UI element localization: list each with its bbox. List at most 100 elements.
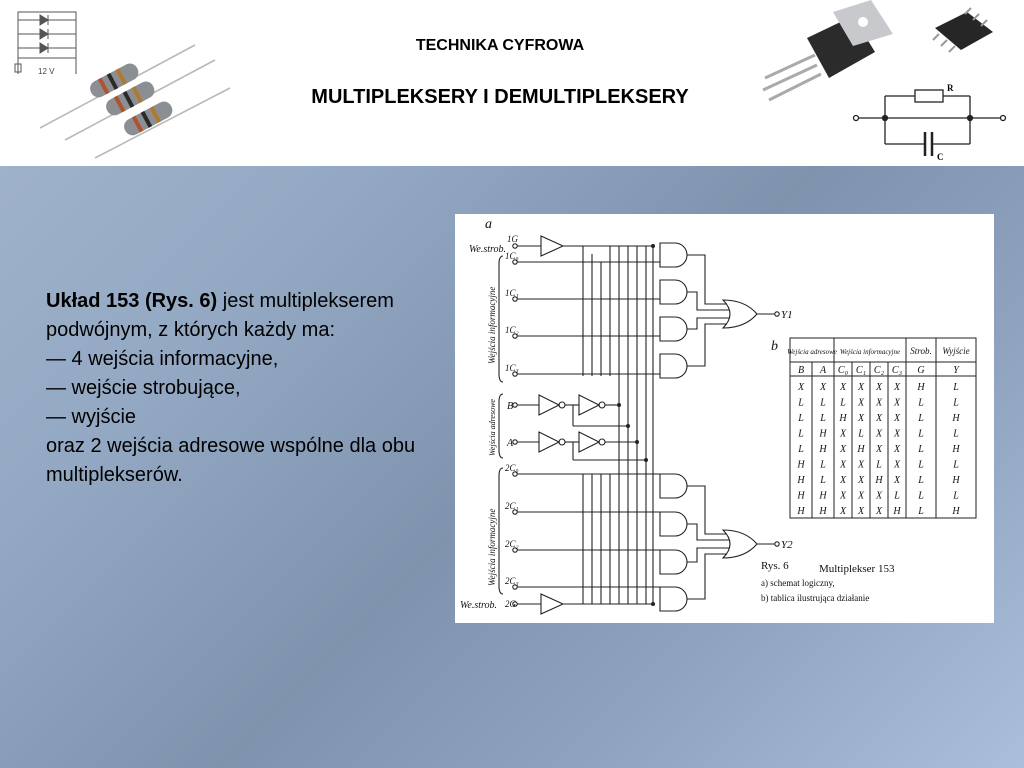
- caption-title: Multiplekser 153: [819, 563, 895, 575]
- strobe-label-bottom: We.strob.: [460, 600, 497, 611]
- caption-number: Rys. 6: [761, 560, 789, 572]
- output-y1-label: Y1: [781, 309, 793, 321]
- truth-table-column-header: C₃: [892, 365, 903, 376]
- capacitor-label: C: [937, 152, 944, 162]
- truth-table-cell: H: [796, 460, 805, 471]
- figure-part-b-label: b: [771, 339, 778, 354]
- pin-a: A: [506, 438, 514, 449]
- truth-table-cell: L: [797, 398, 804, 409]
- truth-table-cell: X: [839, 429, 847, 440]
- voltage-label: 12 V: [38, 67, 55, 76]
- resistors-illustration: 12 V: [14, 11, 231, 159]
- pin-1g: 1G: [507, 234, 519, 244]
- truth-table-cell: X: [857, 460, 865, 471]
- truth-table-cell: L: [917, 460, 924, 471]
- truth-table-cell: X: [797, 382, 805, 393]
- truth-table-cell: H: [892, 506, 901, 517]
- truth-table-cell: L: [917, 413, 924, 424]
- header-subtitle: MULTIPLEKSERY I DEMULTIPLEKSERY: [311, 86, 689, 108]
- multiplexer-diagram: a We.strob. 1G 1C₀ 1C₁ 1C₂ 1C₃ B A 2C₀ 2…: [460, 217, 977, 615]
- truth-table-cell: X: [857, 491, 865, 502]
- truth-table-cell: L: [819, 460, 826, 471]
- figure-part-a-label: a: [485, 217, 492, 232]
- truth-table-cell: H: [856, 444, 865, 455]
- truth-table-cell: L: [875, 460, 882, 471]
- resistor-icon: [124, 101, 173, 136]
- truth-table-column-header: C₀: [838, 365, 849, 376]
- pin-2c1: 2C₁: [505, 501, 519, 511]
- truth-table-cell: X: [875, 506, 883, 517]
- th-address: Wejścia adresowe: [787, 348, 837, 356]
- info-label-bottom: Wejścia informacyjne: [487, 509, 497, 586]
- truth-table-cell: H: [951, 475, 960, 486]
- address-label: Wejścia adresowe: [488, 399, 497, 456]
- resistor-icon: [90, 63, 139, 98]
- truth-table-cell: L: [917, 506, 924, 517]
- truth-table-cell: H: [916, 382, 925, 393]
- truth-table-cell: X: [857, 506, 865, 517]
- truth-table: Wejścia adresowe Wejścia informacyjne St…: [787, 337, 977, 519]
- truth-table-cell: X: [857, 413, 865, 424]
- truth-table-cell: H: [796, 475, 805, 486]
- truth-table-cell: X: [875, 429, 883, 440]
- truth-table-cell: X: [839, 444, 847, 455]
- truth-table-cell: L: [952, 460, 959, 471]
- intro-rest: jest multiplekserem podwójnym, z których…: [46, 290, 394, 341]
- truth-table-cell: H: [951, 444, 960, 455]
- truth-table-cell: X: [875, 491, 883, 502]
- truth-table-cell: L: [952, 398, 959, 409]
- truth-table-cell: X: [839, 475, 847, 486]
- truth-table-cell: X: [893, 382, 901, 393]
- truth-table-cell: X: [893, 398, 901, 409]
- truth-table-cell: H: [818, 444, 827, 455]
- truth-table-cell: X: [893, 460, 901, 471]
- chip-icon: [932, 7, 993, 53]
- truth-table-cell: H: [818, 429, 827, 440]
- pin-2c3: 2C₃: [505, 576, 519, 586]
- diode-schematic-icon: [14, 11, 77, 74]
- truth-table-cell: H: [838, 413, 847, 424]
- truth-table-cell: L: [917, 475, 924, 486]
- rc-schematic-icon: [852, 89, 1007, 156]
- pin-2g: 2G: [505, 599, 517, 609]
- truth-table-cell: X: [875, 382, 883, 393]
- truth-table-column-header: C₁: [856, 365, 866, 376]
- pin-1c1: 1C₁: [505, 288, 519, 298]
- truth-table-cell: L: [819, 475, 826, 486]
- strobe-label-top: We.strob.: [469, 244, 506, 255]
- truth-table-column-header: Y: [953, 365, 960, 376]
- th-strobe: Strob.: [910, 346, 931, 356]
- bullet-item: — 4 wejścia informacyjne,: [46, 348, 279, 370]
- truth-table-cell: L: [952, 382, 959, 393]
- pin-1c2: 1C₂: [505, 325, 519, 335]
- truth-table-cell: X: [819, 382, 827, 393]
- truth-table-cell: X: [875, 398, 883, 409]
- truth-table-cell: X: [875, 444, 883, 455]
- truth-table-cell: L: [819, 398, 826, 409]
- pin-1c3: 1C₃: [505, 363, 519, 373]
- truth-table-cell: X: [893, 413, 901, 424]
- multiplexer-figure: a We.strob. 1G 1C₀ 1C₁ 1C₂ 1C₃ B A 2C₀ 2…: [455, 214, 994, 623]
- slide-body-text: Układ 153 (Rys. 6) jest multiplekserem p…: [46, 287, 446, 490]
- truth-table-cell: H: [796, 506, 805, 517]
- resistor-label: R: [947, 83, 954, 93]
- truth-table-cell: L: [917, 491, 924, 502]
- truth-table-column-header: A: [819, 365, 827, 376]
- truth-table-column-header: B: [798, 365, 804, 376]
- truth-table-cell: L: [797, 413, 804, 424]
- th-output: Wyjście: [942, 346, 969, 356]
- truth-table-column-header: G: [917, 365, 924, 376]
- pin-2c2: 2C₂: [505, 539, 519, 549]
- truth-table-cell: X: [857, 398, 865, 409]
- truth-table-cell: H: [818, 506, 827, 517]
- truth-table-cell: H: [818, 491, 827, 502]
- truth-table-cell: X: [857, 475, 865, 486]
- bullet-item: — wyjście: [46, 406, 137, 428]
- truth-table-cell: H: [951, 506, 960, 517]
- truth-table-cell: X: [839, 382, 847, 393]
- closing-paragraph: oraz 2 wejścia adresowe wspólne dla obu …: [46, 435, 416, 486]
- truth-table-cell: X: [839, 506, 847, 517]
- caption-line-b: b) tablica ilustrująca działanie: [761, 593, 869, 603]
- intro-paragraph: Układ 153 (Rys. 6) jest multiplekserem p…: [46, 287, 446, 345]
- truth-table-cell: H: [796, 491, 805, 502]
